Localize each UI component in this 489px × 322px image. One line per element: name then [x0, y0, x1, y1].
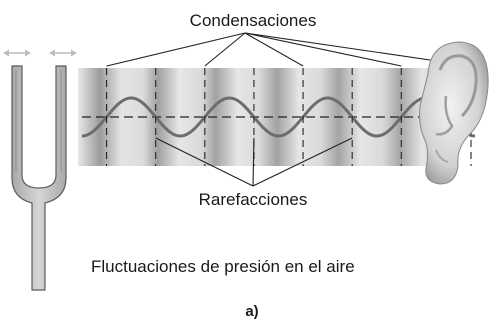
leader-line — [204, 32, 246, 67]
leader-line — [106, 32, 246, 67]
panel-label: a) — [245, 303, 258, 320]
double-arrow-icon — [3, 49, 77, 57]
condensation-leader-lines — [106, 32, 472, 67]
pressure-wave — [82, 96, 475, 138]
leader-line — [252, 137, 353, 187]
leader-line — [155, 137, 254, 187]
leader-line — [244, 32, 402, 67]
tuning-fork-icon — [11, 65, 67, 291]
rarefactions-label: Rarefacciones — [199, 190, 308, 209]
leader-line — [244, 32, 304, 67]
ear-icon — [419, 41, 489, 185]
rarefaction-leader-lines — [155, 137, 353, 187]
caption: Fluctuaciones de presión en el aire — [91, 257, 355, 276]
leader-line — [252, 137, 255, 187]
condensations-label: Condensaciones — [190, 11, 317, 30]
